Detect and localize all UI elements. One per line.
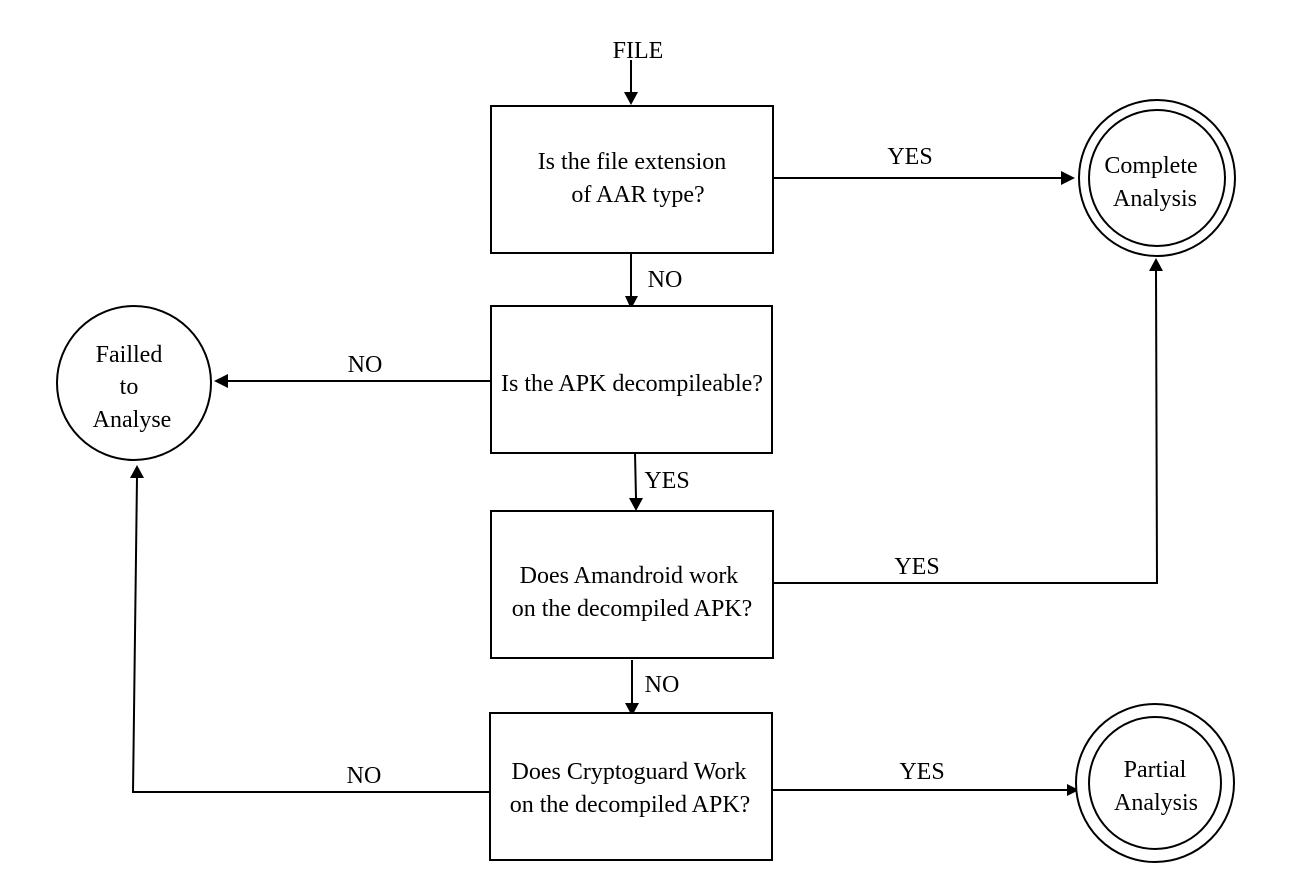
arrowhead-icon — [625, 296, 638, 309]
decision-apk-decompileable: Is the APK decompileable? — [490, 305, 773, 454]
arrowhead-icon — [625, 703, 639, 716]
start-label: FILE — [613, 38, 664, 64]
arrowhead-icon — [629, 498, 643, 511]
decision-amandroid: Does Amandroid work on the decompiled AP… — [490, 510, 774, 659]
edge-aar-yes — [773, 171, 1075, 185]
outcome-partial-line-1: Partial — [1124, 757, 1187, 783]
outcome-failed-line-2: to — [120, 374, 139, 400]
svg-text:Does Amandroid work on t: Does Amandroid work on the decompiled AP… — [512, 563, 753, 622]
decision-aar-line-1: Is the file extension — [538, 149, 727, 175]
outcome-failed-to-analyse: Failled to Analyse — [56, 305, 212, 461]
svg-text:Partial Analysis: Partial Analysis — [1114, 757, 1198, 816]
edge-label-apk-no: NO — [348, 352, 383, 378]
arrowhead-icon — [1067, 784, 1079, 796]
decision-cryptoguard-line-2: on the decompiled APK? — [510, 792, 751, 818]
svg-text:Does Cryptoguard Work on: Does Cryptoguard Work on the decompiled … — [510, 759, 753, 818]
edge-label-aar-no: NO — [648, 267, 683, 293]
arrowhead-icon — [1149, 258, 1163, 271]
decision-cryptoguard: Does Cryptoguard Work on the decompiled … — [489, 712, 773, 861]
edge-label-amandroid-no: NO — [645, 672, 680, 698]
edge-apk-no — [214, 374, 491, 388]
outcome-partial-line-2: Analysis — [1114, 790, 1198, 816]
decision-cryptoguard-line-1: Does Cryptoguard Work — [512, 759, 747, 785]
decision-amandroid-line-2: on the decompiled APK? — [512, 596, 753, 622]
edge-cryptoguard-no — [130, 465, 490, 793]
outcome-failed-line-1: Failled — [96, 342, 163, 368]
svg-text:Complete Analysis: Complete Analysis — [1104, 153, 1203, 212]
edge-amandroid-yes — [773, 258, 1163, 584]
edge-file-to-aar — [624, 60, 638, 105]
outcome-complete-analysis: Complete Analysis — [1078, 99, 1236, 257]
outcome-complete-line-1: Complete — [1104, 153, 1197, 179]
edge-label-apk-yes: YES — [644, 468, 689, 494]
decision-aar-type: Is the file extension of AAR type? — [490, 105, 774, 254]
outcome-partial-analysis: Partial Analysis — [1075, 703, 1235, 863]
outcome-failed-line-3: Analyse — [93, 407, 172, 433]
edge-label-amandroid-yes: YES — [894, 554, 939, 580]
edge-amandroid-no — [625, 660, 639, 716]
outcome-complete-line-2: Analysis — [1113, 186, 1197, 212]
edge-apk-yes — [629, 452, 643, 511]
arrowhead-icon — [214, 374, 228, 388]
svg-text:Is the APK decompileable?: Is the APK decompileable? — [501, 371, 763, 397]
svg-text:Is the file extension of: Is the file extension of AAR type? — [538, 149, 733, 208]
edge-label-cryptoguard-no: NO — [347, 763, 382, 789]
edge-label-aar-yes: YES — [887, 144, 932, 170]
decision-aar-line-2: of AAR type? — [571, 182, 704, 208]
arrowhead-icon — [624, 92, 638, 105]
arrowhead-icon — [130, 465, 144, 478]
svg-text:Failled to Analyse: Failled to Analyse — [93, 342, 172, 433]
decision-apk-line-1: Is the APK decompileable? — [501, 371, 763, 397]
edge-label-cryptoguard-yes: YES — [899, 759, 944, 785]
edge-aar-no — [625, 253, 638, 309]
edge-cryptoguard-yes — [772, 784, 1079, 796]
decision-amandroid-line-1: Does Amandroid work — [520, 563, 739, 589]
arrowhead-icon — [1061, 171, 1075, 185]
